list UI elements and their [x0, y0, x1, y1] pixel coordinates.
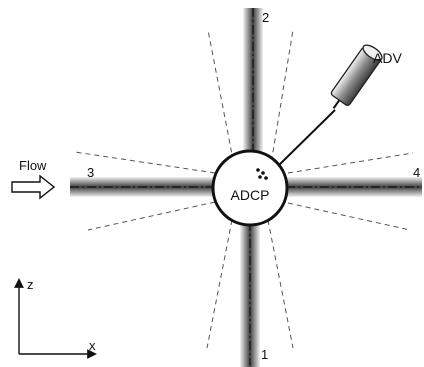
- adcp-housing: [211, 149, 289, 227]
- adv-label: ADV: [373, 50, 402, 66]
- adv-sample-points: [256, 168, 268, 180]
- z-axis-label: z: [27, 277, 34, 292]
- beam-2-label: 2: [262, 10, 269, 25]
- adv-rod: [275, 109, 336, 169]
- beam-4-label: 4: [413, 165, 420, 180]
- flow-label: Flow: [19, 158, 47, 173]
- coordinate-axes: z x: [14, 277, 97, 359]
- beam-4: [286, 177, 422, 197]
- beam-spread-lines: [74, 29, 414, 349]
- x-axis-label: x: [89, 338, 96, 353]
- adcp-label: ADCP: [231, 187, 270, 203]
- beam-3: [70, 177, 218, 197]
- flow-arrow-icon: [11, 174, 56, 200]
- beam-1: [240, 222, 260, 367]
- beam-1-label: 1: [261, 347, 268, 362]
- beam-3-label: 3: [87, 165, 94, 180]
- adv-probe: [330, 44, 383, 109]
- beam-2: [243, 8, 263, 176]
